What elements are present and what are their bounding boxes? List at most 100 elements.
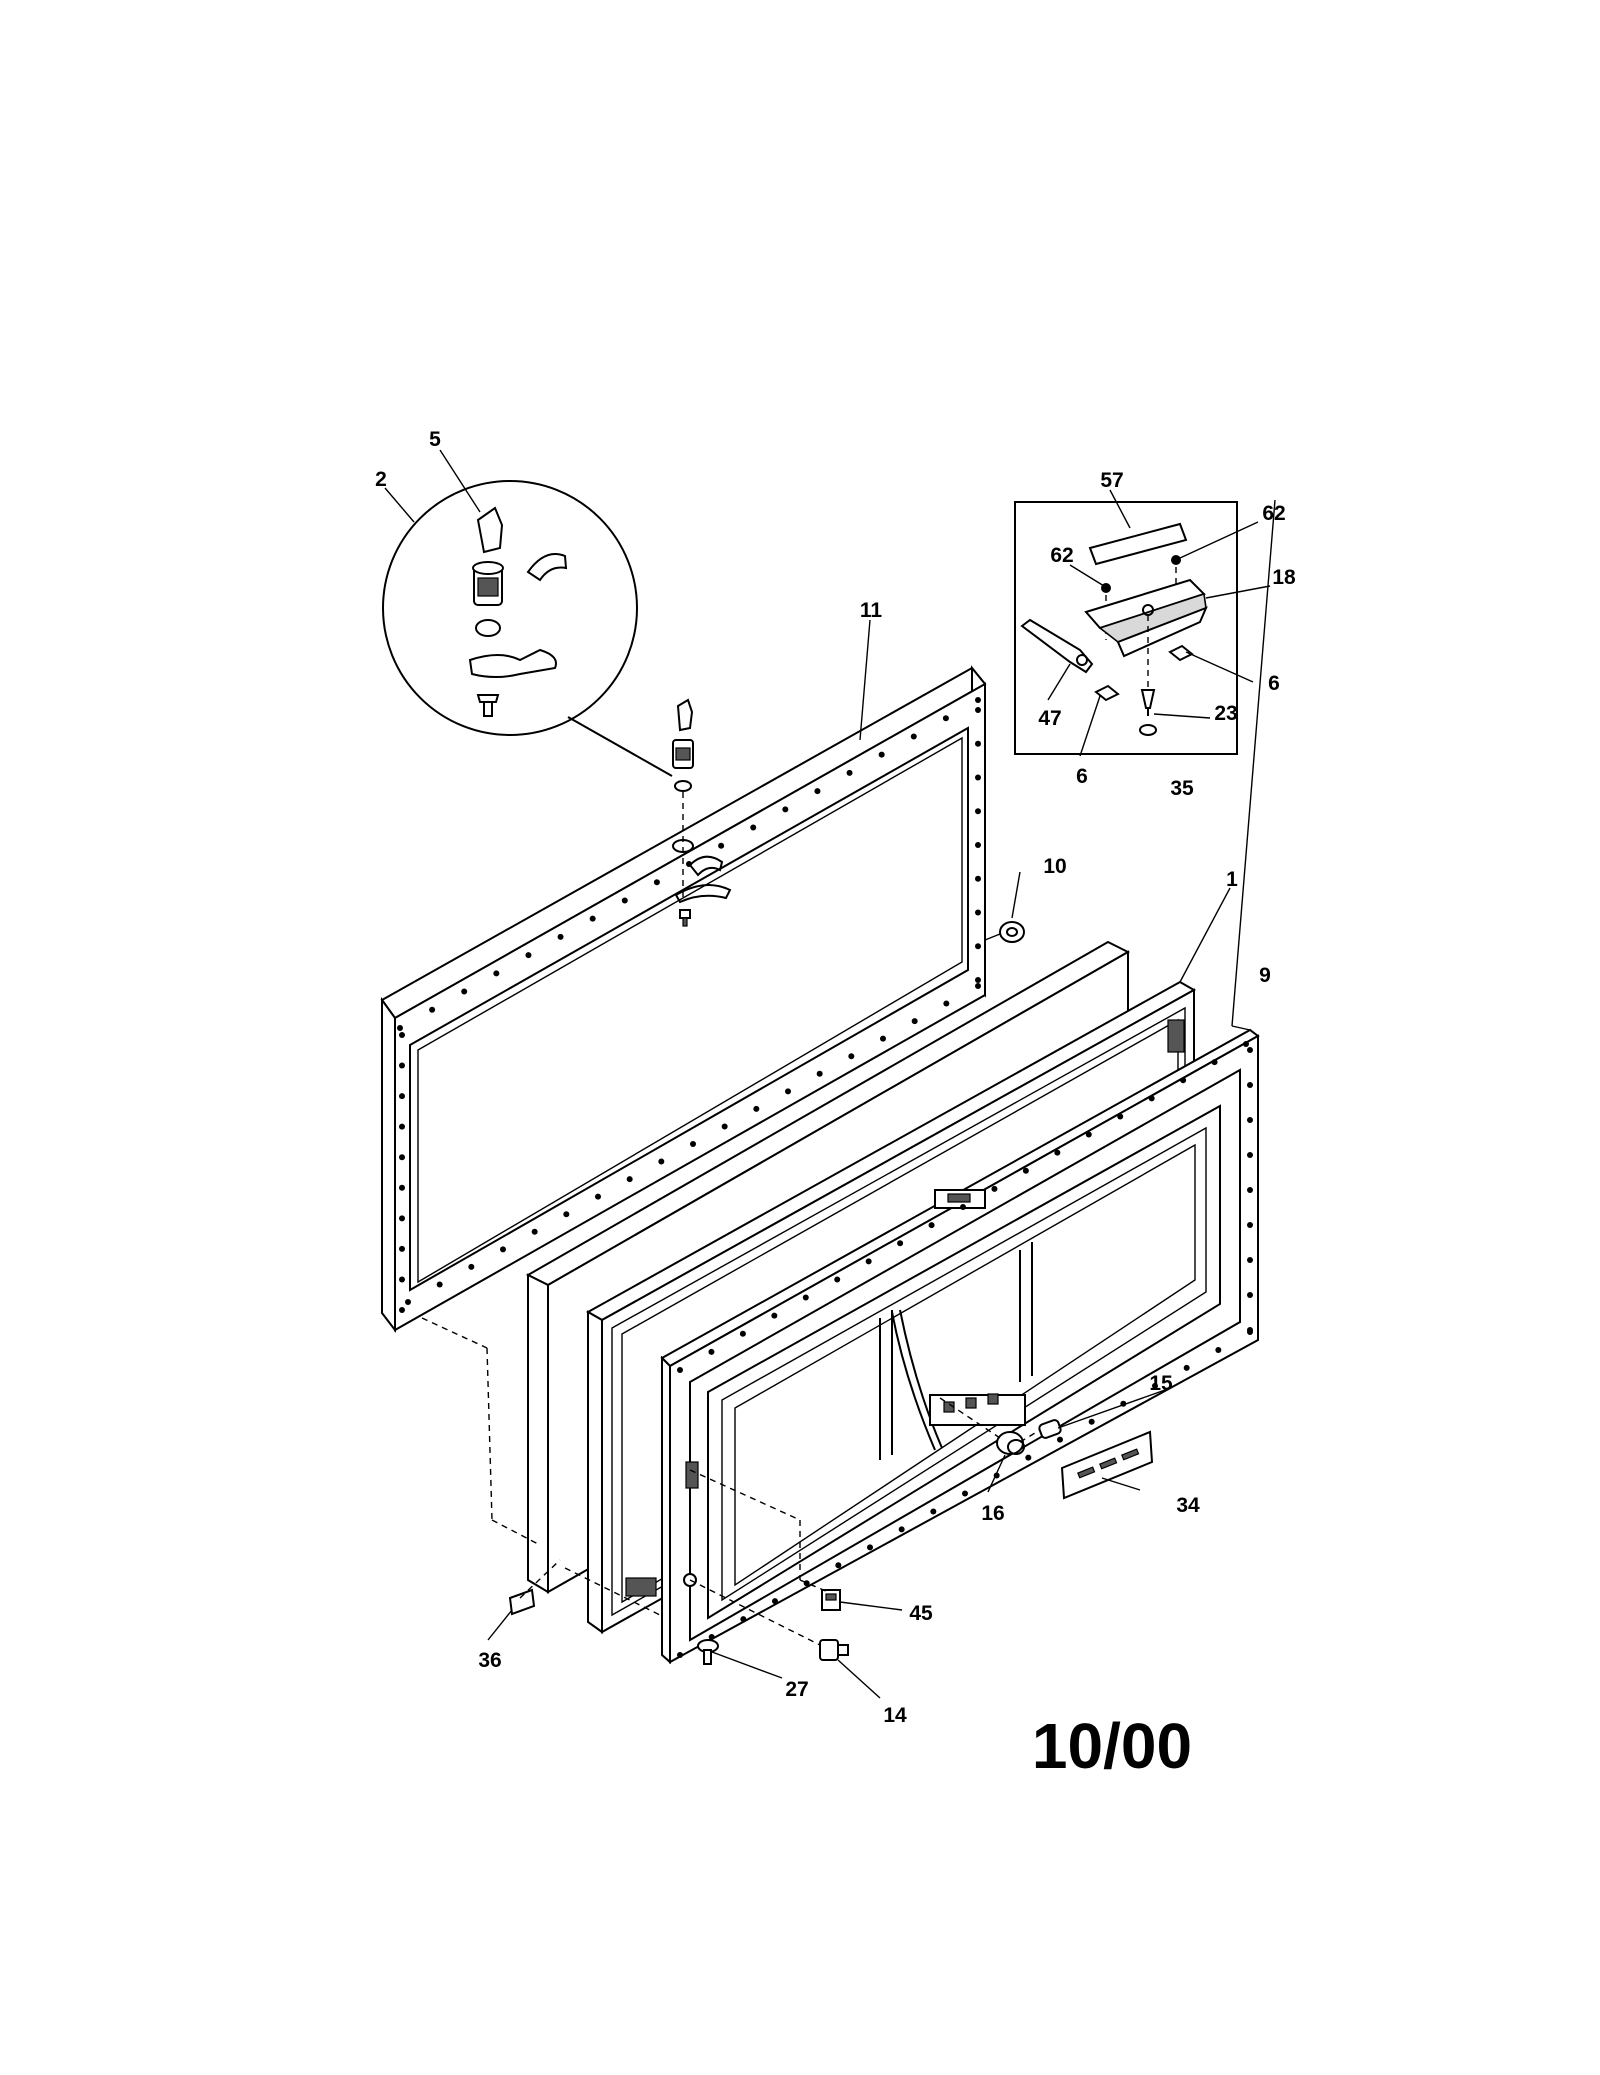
- label-part-6-left: 6: [1076, 765, 1088, 788]
- rivet-hole: [1054, 1149, 1061, 1156]
- rivet-hole: [1085, 1131, 1092, 1138]
- rivet-hole: [991, 1185, 998, 1192]
- rivet-hole: [677, 1652, 683, 1658]
- rivet-hole: [782, 806, 789, 813]
- rivet-hole: [399, 1307, 405, 1313]
- small-parts: [508, 921, 1154, 1665]
- rivet-hole: [975, 740, 981, 747]
- rivet-hole: [928, 1222, 935, 1229]
- label-part-9: 9: [1259, 964, 1271, 987]
- rivet-hole: [1247, 1152, 1253, 1158]
- label-part-18: 18: [1272, 566, 1296, 589]
- door-liner-part-9: [660, 1028, 1260, 1665]
- rivet-hole: [802, 1294, 809, 1301]
- rivet-hole: [834, 1276, 841, 1283]
- rivet-hole: [867, 1544, 873, 1551]
- rivet-hole: [1247, 1329, 1253, 1335]
- rivet-hole: [1247, 1047, 1253, 1053]
- rivet-hole: [677, 1367, 683, 1373]
- label-part-62-left: 62: [1050, 544, 1073, 567]
- rivet-hole: [739, 1330, 746, 1337]
- rivet-hole: [1117, 1113, 1124, 1120]
- rivet-hole: [658, 1158, 665, 1165]
- rivet-hole: [772, 1598, 778, 1605]
- rivet-hole: [1025, 1454, 1032, 1461]
- rivet-hole: [1215, 1346, 1222, 1353]
- rivet-hole: [690, 1141, 696, 1147]
- rivet-hole: [595, 1193, 601, 1200]
- rivet-hole: [1152, 1382, 1158, 1389]
- rivet-hole: [975, 875, 981, 882]
- rivet-hole: [468, 1263, 475, 1270]
- label-part-15: 15: [1149, 1372, 1173, 1395]
- lock-parts-on-lid: [672, 698, 732, 927]
- rivet-hole: [975, 808, 981, 815]
- rivet-hole: [399, 1276, 405, 1283]
- rivet-hole: [1183, 1364, 1190, 1371]
- label-part-5: 5: [429, 428, 441, 451]
- label-part-16: 16: [981, 1502, 1004, 1525]
- label-part-45: 45: [909, 1602, 933, 1625]
- label-part-23: 23: [1214, 702, 1237, 725]
- rivet-hole: [399, 1215, 405, 1222]
- rivet-hole: [461, 988, 468, 995]
- rivet-hole: [405, 1299, 411, 1305]
- handle-parts-inset: [1014, 501, 1238, 755]
- label-part-62-right: 62: [1262, 502, 1285, 525]
- rivet-hole: [785, 1088, 791, 1095]
- rivet-hole: [910, 733, 917, 740]
- label-part-35: 35: [1170, 777, 1194, 800]
- leader-lines: [384, 449, 1276, 1699]
- rivet-hole: [1247, 1082, 1253, 1088]
- rivet-hole: [1247, 1292, 1253, 1298]
- rivet-hole: [1211, 1059, 1218, 1066]
- rivet-hole: [975, 842, 981, 848]
- label-part-47: 47: [1038, 707, 1061, 730]
- rivet-hole: [975, 983, 981, 989]
- rivet-hole: [557, 933, 564, 940]
- rivet-hole: [1180, 1077, 1187, 1084]
- rivet-hole: [1247, 1187, 1253, 1193]
- rivet-hole: [399, 1032, 405, 1038]
- lid-frame-part-11: [380, 665, 987, 1333]
- rivet-hole: [930, 1508, 937, 1515]
- rivet-hole: [399, 1093, 405, 1100]
- rivet-hole: [493, 970, 500, 977]
- label-part-10: 10: [1043, 855, 1066, 878]
- rivet-hole: [816, 1070, 823, 1077]
- label-part-6-right: 6: [1268, 672, 1280, 695]
- rivet-hole: [653, 879, 660, 886]
- rivet-hole: [399, 1184, 405, 1191]
- rivet-hole: [835, 1562, 842, 1569]
- rivet-hole: [848, 1053, 855, 1060]
- rivet-hole: [943, 1000, 950, 1007]
- rivet-hole: [1148, 1095, 1155, 1102]
- rivet-hole: [975, 943, 981, 950]
- rivet-hole: [399, 1062, 405, 1069]
- rivet-hole: [525, 952, 532, 959]
- label-part-27: 27: [785, 1678, 808, 1701]
- rivet-hole: [1247, 1222, 1253, 1228]
- rivet-hole: [399, 1123, 405, 1130]
- rivet-hole: [1057, 1436, 1063, 1443]
- rivet-hole: [960, 1204, 966, 1210]
- rivet-hole: [975, 697, 981, 703]
- rivet-hole: [740, 1616, 747, 1623]
- rivet-hole: [846, 769, 853, 776]
- rivet-hole: [975, 774, 981, 781]
- rivet-hole: [753, 1105, 760, 1112]
- rivet-hole: [897, 1240, 904, 1247]
- label-part-36: 36: [478, 1649, 501, 1672]
- rivet-hole: [397, 1025, 403, 1031]
- rivet-hole: [814, 788, 821, 795]
- rivet-hole: [880, 1035, 886, 1042]
- rivet-hole: [589, 915, 596, 922]
- rivet-hole: [718, 842, 725, 849]
- rivet-hole: [708, 1348, 715, 1355]
- rivet-hole: [626, 1176, 633, 1183]
- rivet-hole: [975, 707, 981, 713]
- rivet-hole: [399, 1154, 405, 1161]
- rivet-hole: [1247, 1117, 1253, 1123]
- rivet-hole: [962, 1490, 968, 1497]
